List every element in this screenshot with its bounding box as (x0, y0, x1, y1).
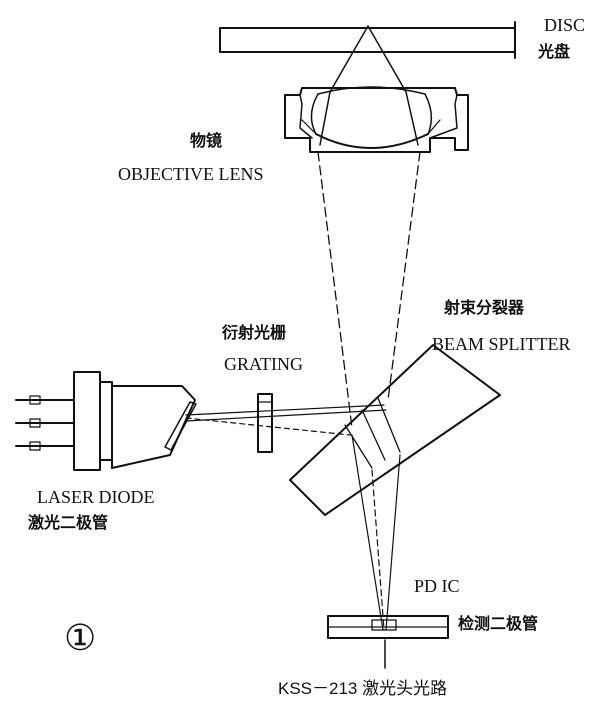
laser-diode-label-en: LASER DIODE (37, 487, 155, 507)
grating (257, 393, 273, 453)
beam-splitter-label-en: BEAM SPLITTER (432, 334, 571, 354)
figure-caption: KSS－213 激光头光路 (278, 679, 448, 698)
pd-ic (327, 615, 449, 639)
laser-diode-label-cn: 激光二极管 (28, 513, 109, 532)
focus-beam (319, 25, 419, 146)
return-beam (351, 434, 401, 669)
objective-label-en: OBJECTIVE LENS (118, 164, 264, 184)
grating-label-cn: 衍射光栅 (222, 323, 287, 342)
pdic-label-en: PD IC (414, 576, 460, 596)
objective-label-cn: 物镜 (190, 131, 223, 150)
beam-splitter-label-cn: 射束分裂器 (444, 298, 525, 317)
grating-label-en: GRATING (224, 354, 303, 374)
disc-label-cn: 光盘 (538, 42, 571, 61)
collimated-beam (317, 151, 421, 429)
figure-number: ① (64, 618, 97, 658)
disc-label-en: DISC (544, 15, 586, 35)
pdic-label-cn: 检测二极管 (458, 614, 539, 633)
objective-lens (284, 86, 469, 153)
laser-beam (185, 404, 387, 436)
laser-diode (15, 371, 197, 471)
beam-splitter (289, 344, 501, 516)
